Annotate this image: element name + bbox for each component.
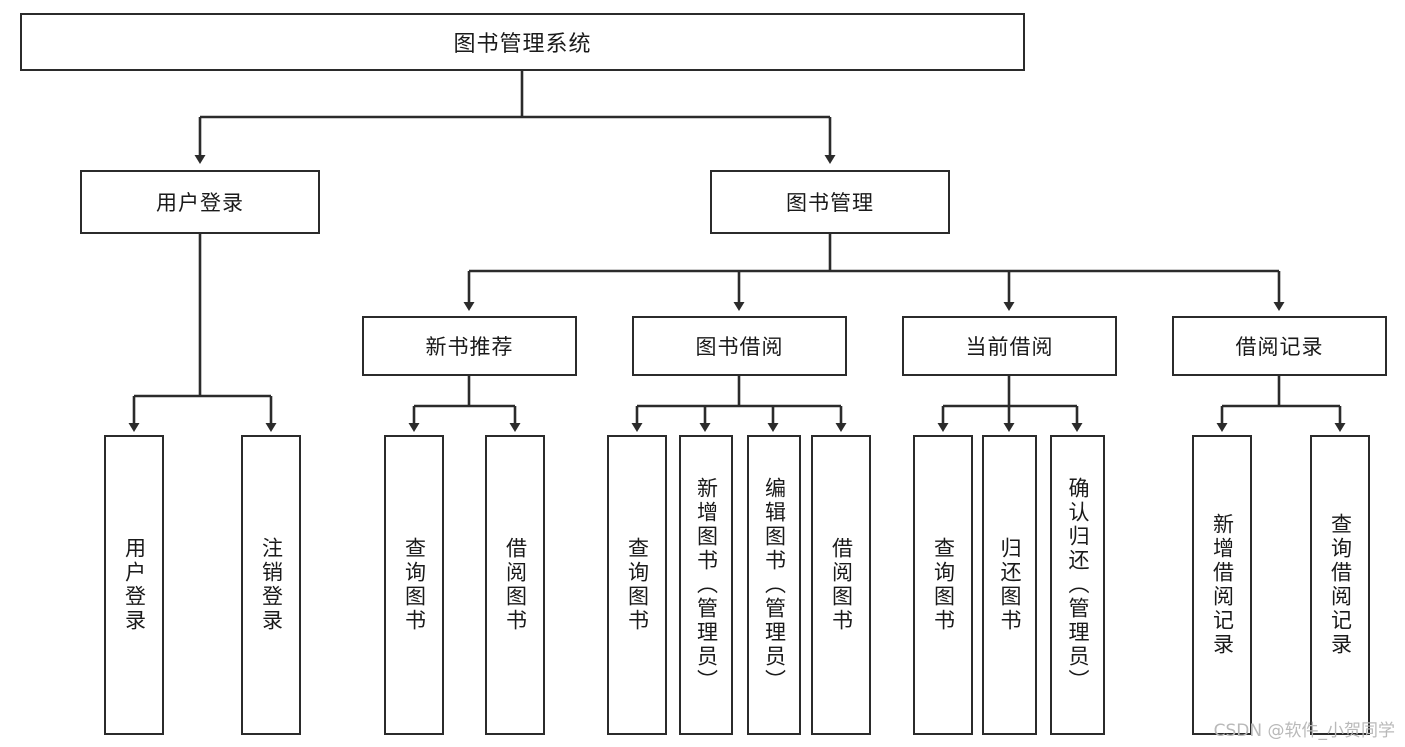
- node-label: 借阅图书: [503, 537, 528, 633]
- node-leaf-borrow-book-new[interactable]: 借阅图书: [485, 435, 545, 735]
- node-label: 新书推荐: [425, 335, 514, 359]
- node-leaf-edit-book-admin[interactable]: 编辑图书（管理员）: [747, 435, 801, 735]
- node-label: 图书管理: [786, 191, 874, 215]
- node-label: 查询图书: [931, 537, 956, 633]
- node-leaf-query-book-borrow[interactable]: 查询图书: [607, 435, 667, 735]
- node-label: 归还图书: [998, 537, 1022, 633]
- node-label: 注销登录: [259, 537, 284, 633]
- node-leaf-confirm-return-admin[interactable]: 确认归还（管理员）: [1050, 435, 1105, 735]
- node-current-borrow[interactable]: 当前借阅: [902, 316, 1117, 376]
- node-label: 查询借阅记录: [1328, 513, 1353, 657]
- node-label: 图书借阅: [695, 335, 784, 359]
- node-leaf-query-book-new[interactable]: 查询图书: [384, 435, 444, 735]
- node-label: 用户登录: [122, 537, 147, 633]
- node-label: 借阅图书: [829, 537, 854, 633]
- node-book-borrow[interactable]: 图书借阅: [632, 316, 847, 376]
- node-label: 借阅记录: [1235, 335, 1324, 359]
- node-borrow-record[interactable]: 借阅记录: [1172, 316, 1387, 376]
- node-leaf-query-borrow-record[interactable]: 查询借阅记录: [1310, 435, 1370, 735]
- node-leaf-add-borrow-record[interactable]: 新增借阅记录: [1192, 435, 1252, 735]
- node-new-book-recommend[interactable]: 新书推荐: [362, 316, 577, 376]
- node-book-management[interactable]: 图书管理: [710, 170, 950, 234]
- node-leaf-user-login[interactable]: 用户登录: [104, 435, 164, 735]
- node-user-login[interactable]: 用户登录: [80, 170, 320, 234]
- node-label: 当前借阅: [965, 335, 1054, 359]
- node-label: 用户登录: [156, 191, 244, 215]
- node-label: 新增图书（管理员）: [694, 477, 719, 693]
- node-label: 确认归还（管理员）: [1066, 477, 1090, 693]
- node-label: 新增借阅记录: [1210, 513, 1235, 657]
- node-root-system[interactable]: 图书管理系统: [20, 13, 1025, 71]
- node-leaf-query-book-current[interactable]: 查询图书: [913, 435, 973, 735]
- node-label: 查询图书: [402, 537, 427, 633]
- node-leaf-logout[interactable]: 注销登录: [241, 435, 301, 735]
- node-leaf-borrow-book[interactable]: 借阅图书: [811, 435, 871, 735]
- node-leaf-add-book-admin[interactable]: 新增图书（管理员）: [679, 435, 733, 735]
- node-label: 查询图书: [625, 537, 650, 633]
- node-leaf-return-book[interactable]: 归还图书: [982, 435, 1037, 735]
- node-label: 编辑图书（管理员）: [762, 477, 787, 693]
- node-label: 图书管理系统: [453, 32, 592, 57]
